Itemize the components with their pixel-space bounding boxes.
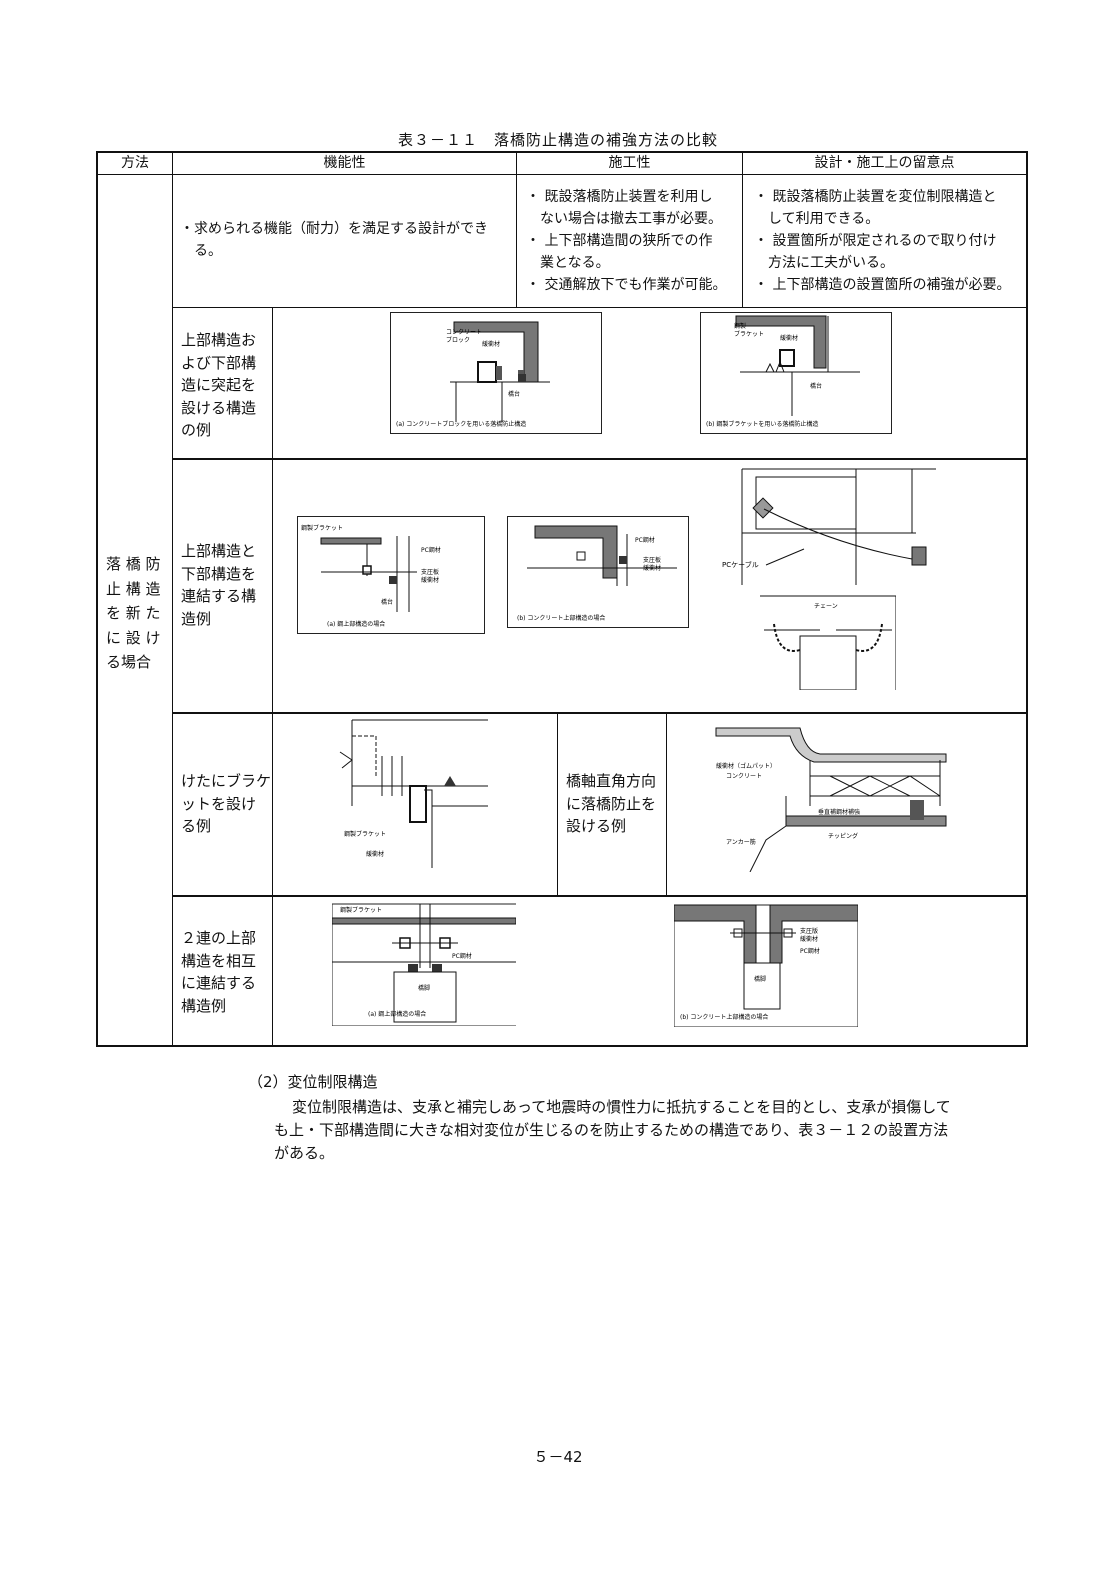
summary-function: ・求められる機能（耐力）を満足する設計ができ る。 xyxy=(180,221,488,259)
figure-double-concrete: 支圧版 緩衝材 PC鋼材 橋脚 (b) コンクリート上部構造の場合 xyxy=(674,903,858,1027)
fig-label-buffer: 緩衝材 xyxy=(800,935,818,943)
fig-label-anchor: アンカー筋 xyxy=(726,838,756,846)
figure-pc-cable: PCケーブル xyxy=(716,465,936,593)
figure-chain: チェーン xyxy=(760,594,896,690)
figure-caption: (a) 鋼上部構造の場合 xyxy=(368,1010,426,1018)
fig-label-concrete: コンクリート xyxy=(446,329,482,336)
fig-label-bracket: 鋼製ブラケット xyxy=(340,906,382,914)
fig-label-buffer: 緩衝材 xyxy=(643,564,661,572)
fig-label-rubber: 緩衝材（ゴムパット） xyxy=(716,762,776,770)
section-body: 変位制限構造は、支承と補完しあって地震時の慣性力に抵抗することを目的とし、支承が… xyxy=(274,1098,951,1162)
figure-steel-bracket: 鋼製 ブラケット 緩衝材 橋台 (b) 鋼製ブラケットを用いる落橋防止構造 xyxy=(700,312,892,434)
fig-label-bracket: 鋼製ブラケット xyxy=(344,830,386,838)
figure-caption: (b) コンクリート上部構造の場合 xyxy=(517,614,605,622)
fig-label-block: ブロック xyxy=(446,336,470,344)
fig-label-pc: PC鋼材 xyxy=(800,947,820,955)
fig-label-chipping: チッピング xyxy=(828,832,858,840)
row-label-connection: 上部構造と 下部構造を 連結する構 造例 xyxy=(181,542,257,628)
fig-label-pier: 橋脚 xyxy=(418,984,430,992)
header-function: 機能性 xyxy=(323,155,366,171)
table-caption: 表３－１１ 落橋防止構造の補強方法の比較 xyxy=(397,131,718,149)
figure-caption: (a) コンクリートブロックを用いる落橋防止構造 xyxy=(396,420,526,428)
row-label-double-span: ２連の上部 構造を相互 に連結する 構造例 xyxy=(181,929,257,1015)
figure-transverse: 緩衝材（ゴムパット） コンクリート 垂直補鋼材補強 チッピング アンカー筋 xyxy=(690,716,966,872)
header-method: 方法 xyxy=(121,155,149,171)
section-heading: （2）変位制限構造 xyxy=(248,1073,378,1091)
summary-notes: ・ 既設落橋防止装置を変位制限構造と して利用できる。 ・ 設置箇所が限定される… xyxy=(754,189,1011,293)
fig-label-chain: チェーン xyxy=(814,603,838,610)
row-label-transverse: 橋軸直角方向 に落橋防止を 設ける例 xyxy=(566,772,657,835)
fig-label-bracket: ブラケット xyxy=(734,330,764,338)
fig-label-buffer: 緩衝材 xyxy=(780,334,798,342)
fig-label-pc: PC鋼材 xyxy=(421,546,441,554)
fig-label-buffer: 緩衝材 xyxy=(366,850,384,858)
fig-label-pier: 橋脚 xyxy=(754,975,766,983)
fig-label-abutment: 橋台 xyxy=(381,598,393,606)
figure-concrete-block: コンクリート ブロック 緩衝材 橋台 (a) コンクリートブロックを用いる落橋防… xyxy=(390,312,602,434)
fig-label-plate: 支圧板 xyxy=(643,556,661,564)
header-notes: 設計・施工上の留意点 xyxy=(814,155,955,171)
fig-label-plate: 支圧版 xyxy=(800,927,818,935)
fig-label-plate: 支圧板 xyxy=(421,568,439,576)
fig-label-concrete: コンクリート xyxy=(726,773,762,780)
row-label-protrusion: 上部構造お よび下部構 造に突起を 設ける構造 の例 xyxy=(181,331,257,439)
figure-double-steel: 鋼製ブラケット PC鋼材 橋脚 (a) 鋼上部構造の場合 xyxy=(332,902,516,1026)
fig-label-pc-cable: PCケーブル xyxy=(722,560,759,569)
figure-connect-concrete: PC鋼材 支圧板 緩衝材 (b) コンクリート上部構造の場合 xyxy=(507,516,689,628)
fig-label-pc: PC鋼材 xyxy=(635,536,655,544)
page-number: ５－42 xyxy=(533,1448,583,1466)
summary-construction: ・ 既設落橋防止装置を利用し ない場合は撤去工事が必要。 ・ 上下部構造間の狭所… xyxy=(526,189,727,293)
figure-caption: (a) 鋼上部構造の場合 xyxy=(327,620,385,628)
figure-caption: (b) 鋼製ブラケットを用いる落橋防止構造 xyxy=(706,420,818,428)
figure-girder-bracket: 鋼製ブラケット 緩衝材 xyxy=(332,716,490,868)
method-label: 落 橋 防 止 構 造 を 新 た に 設 け る場合 xyxy=(106,555,161,671)
fig-label-abutment: 橋台 xyxy=(810,382,822,390)
figure-connect-steel: 鋼製ブラケット PC鋼材 支圧板 緩衝材 橋台 (a) 鋼上部構造の場合 xyxy=(297,516,485,634)
header-construction: 施工性 xyxy=(608,155,651,171)
fig-label-buffer: 緩衝材 xyxy=(421,576,439,584)
fig-label-stiffener: 垂直補鋼材補強 xyxy=(818,808,860,816)
row-label-girder-bracket: けたにブラケ ットを設け る例 xyxy=(181,772,272,835)
fig-label-bracket: 鋼製ブラケット xyxy=(301,524,343,532)
fig-label-abutment: 橋台 xyxy=(508,390,520,398)
fig-label-steel: 鋼製 xyxy=(734,322,746,330)
fig-label-pc: PC鋼材 xyxy=(452,952,472,960)
figure-caption: (b) コンクリート上部構造の場合 xyxy=(680,1013,768,1021)
fig-label-buffer: 緩衝材 xyxy=(482,340,500,348)
